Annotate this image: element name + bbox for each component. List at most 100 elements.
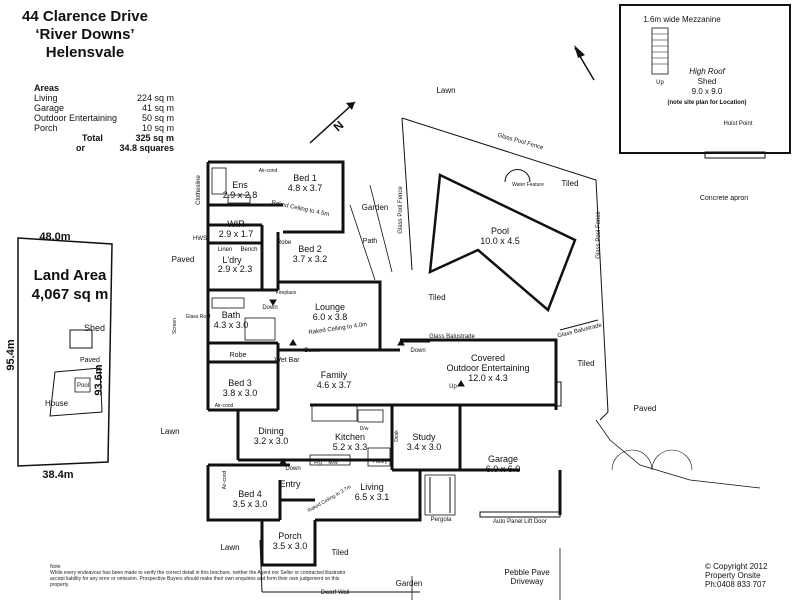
glass-roof-label: Glass Roof xyxy=(186,314,211,320)
driveway-curve xyxy=(595,419,761,489)
pantry-box xyxy=(367,447,391,467)
room-name: Bath xyxy=(222,310,241,320)
room-name: Bed 4 xyxy=(238,489,262,499)
pergola-label: Pergola xyxy=(431,517,452,523)
room-name: Kitchen xyxy=(335,432,365,442)
address-line: 44 Clarence Drive xyxy=(22,8,148,25)
room-dims: 2.9 x 2.3 xyxy=(218,264,253,274)
auto-door-label: Auto Panel Lift Door xyxy=(493,519,547,525)
robe-bed2-label: Robe xyxy=(277,240,292,246)
room-name: Bed 3 xyxy=(228,378,252,388)
site-shed-outline xyxy=(69,329,93,349)
tiled-right-label: Tiled xyxy=(577,359,594,368)
aircond-label-3: Air-cond xyxy=(222,470,228,489)
apron-label: Concrete apron xyxy=(700,195,748,202)
mw-label: M/w xyxy=(328,460,338,466)
pool-fence-left xyxy=(401,117,413,271)
or-label: or xyxy=(76,143,85,153)
shed-arrow-head xyxy=(574,45,585,58)
shed-stairs xyxy=(651,27,669,75)
room-dims: 6.5 x 3.1 xyxy=(355,492,390,502)
copyright-icon: © xyxy=(705,562,711,571)
land-area-value: 4,067 sq m xyxy=(32,286,109,303)
north-arrow xyxy=(309,101,356,144)
dwarf-wall-label: Dwarf Wall xyxy=(321,590,350,596)
area-value: 224 sq m xyxy=(136,93,174,103)
room-name: Bed 1 xyxy=(293,173,317,183)
desk-label: Desk xyxy=(394,430,400,442)
north-label: N xyxy=(331,118,347,134)
area-row: Porch 10 sq m xyxy=(34,123,174,133)
shed-door xyxy=(704,151,766,159)
tiled-bottom-label: Tiled xyxy=(331,548,348,557)
garden-bottom-label: Garden xyxy=(396,579,423,588)
hws-label: HWS xyxy=(193,236,207,242)
room-dims: 10.0 x 4.5 xyxy=(480,236,520,246)
tiled-top-label: Tiled xyxy=(561,179,578,188)
room-name: Lounge xyxy=(315,302,345,312)
areas-title: Areas xyxy=(34,83,60,93)
pantry-label: Pantry xyxy=(373,459,388,465)
site-right-depth: 93.6m xyxy=(93,364,105,395)
shed-dims-label: 9.0 x 9.0 xyxy=(692,87,723,96)
site-width-top: 48.0m xyxy=(39,231,70,243)
pool-fence-line xyxy=(401,117,609,413)
driveway-label: Driveway xyxy=(511,577,544,586)
site-boundary xyxy=(17,237,113,467)
interior-details xyxy=(211,167,562,518)
site-pool-label: Pool xyxy=(77,383,89,389)
fireplace-label: Fireplace xyxy=(276,290,297,296)
stair-treads xyxy=(652,33,668,65)
lawn-top-label: Lawn xyxy=(436,86,455,95)
lawn-bottom-label: Lawn xyxy=(220,543,239,552)
area-value: 10 sq m xyxy=(141,123,174,133)
note-title: Note xyxy=(50,564,61,570)
site-plan xyxy=(17,237,113,467)
ens-vanity xyxy=(227,194,251,204)
room-dims: 3.5 x 3.0 xyxy=(233,499,268,509)
down-label-3: Down xyxy=(262,305,277,311)
shed-plan xyxy=(574,4,791,159)
room-dims: 3.4 x 3.0 xyxy=(407,442,442,452)
room-dims: 3.2 x 3.0 xyxy=(254,436,289,446)
pool-outline xyxy=(428,173,577,313)
kitchen-island xyxy=(311,404,358,422)
covered-dims: 12.0 x 4.3 xyxy=(468,373,508,383)
area-value: 41 sq m xyxy=(141,103,174,113)
paved-left-label: Paved xyxy=(172,255,195,264)
room-dims: 4.6 x 3.7 xyxy=(317,380,352,390)
water-feature-arc xyxy=(504,169,531,183)
company-phone: Ph:0408 833 707 xyxy=(705,580,766,589)
site-shed-label: Shed xyxy=(84,323,105,333)
site-pool-outline xyxy=(74,377,91,393)
bench-label: Bench xyxy=(240,247,257,253)
down-label-2: Down xyxy=(410,348,425,354)
water-feature-label: Water Feature xyxy=(512,182,544,188)
estate-name: ‘River Downs’ xyxy=(35,26,135,43)
high-roof-label: High Roof xyxy=(689,67,725,76)
kitchen-sink xyxy=(357,409,384,423)
bath-vanity xyxy=(211,297,245,309)
tiled-mid-label: Tiled xyxy=(428,293,445,302)
up-label: Up xyxy=(449,384,457,390)
path-line-1 xyxy=(369,184,393,273)
site-width-bottom: 38.4m xyxy=(42,469,73,481)
area-name: Porch xyxy=(34,123,58,133)
area-name: Outdoor Entertaining xyxy=(34,113,118,123)
aircond-label-1: Air-cond xyxy=(259,168,278,174)
kitchen-appliances xyxy=(309,454,351,466)
shed-name-label: Shed xyxy=(698,77,717,86)
property-header: 44 Clarence Drive ‘River Downs’ Helensva… xyxy=(0,8,170,62)
gate-arcs xyxy=(611,449,693,471)
company-name: Property Onsite xyxy=(705,571,761,580)
garage-door xyxy=(479,511,561,518)
ens-shower xyxy=(211,167,227,195)
bath-tub xyxy=(244,317,276,341)
plan-annotations: Entry Wet Bar Robe Linen Bench HWS Cloth… xyxy=(160,86,656,596)
room-dims: 3.8 x 3.0 xyxy=(223,388,258,398)
linen-label: Linen xyxy=(218,247,233,253)
shed-note-label: (note site plan for Location) xyxy=(668,100,747,106)
